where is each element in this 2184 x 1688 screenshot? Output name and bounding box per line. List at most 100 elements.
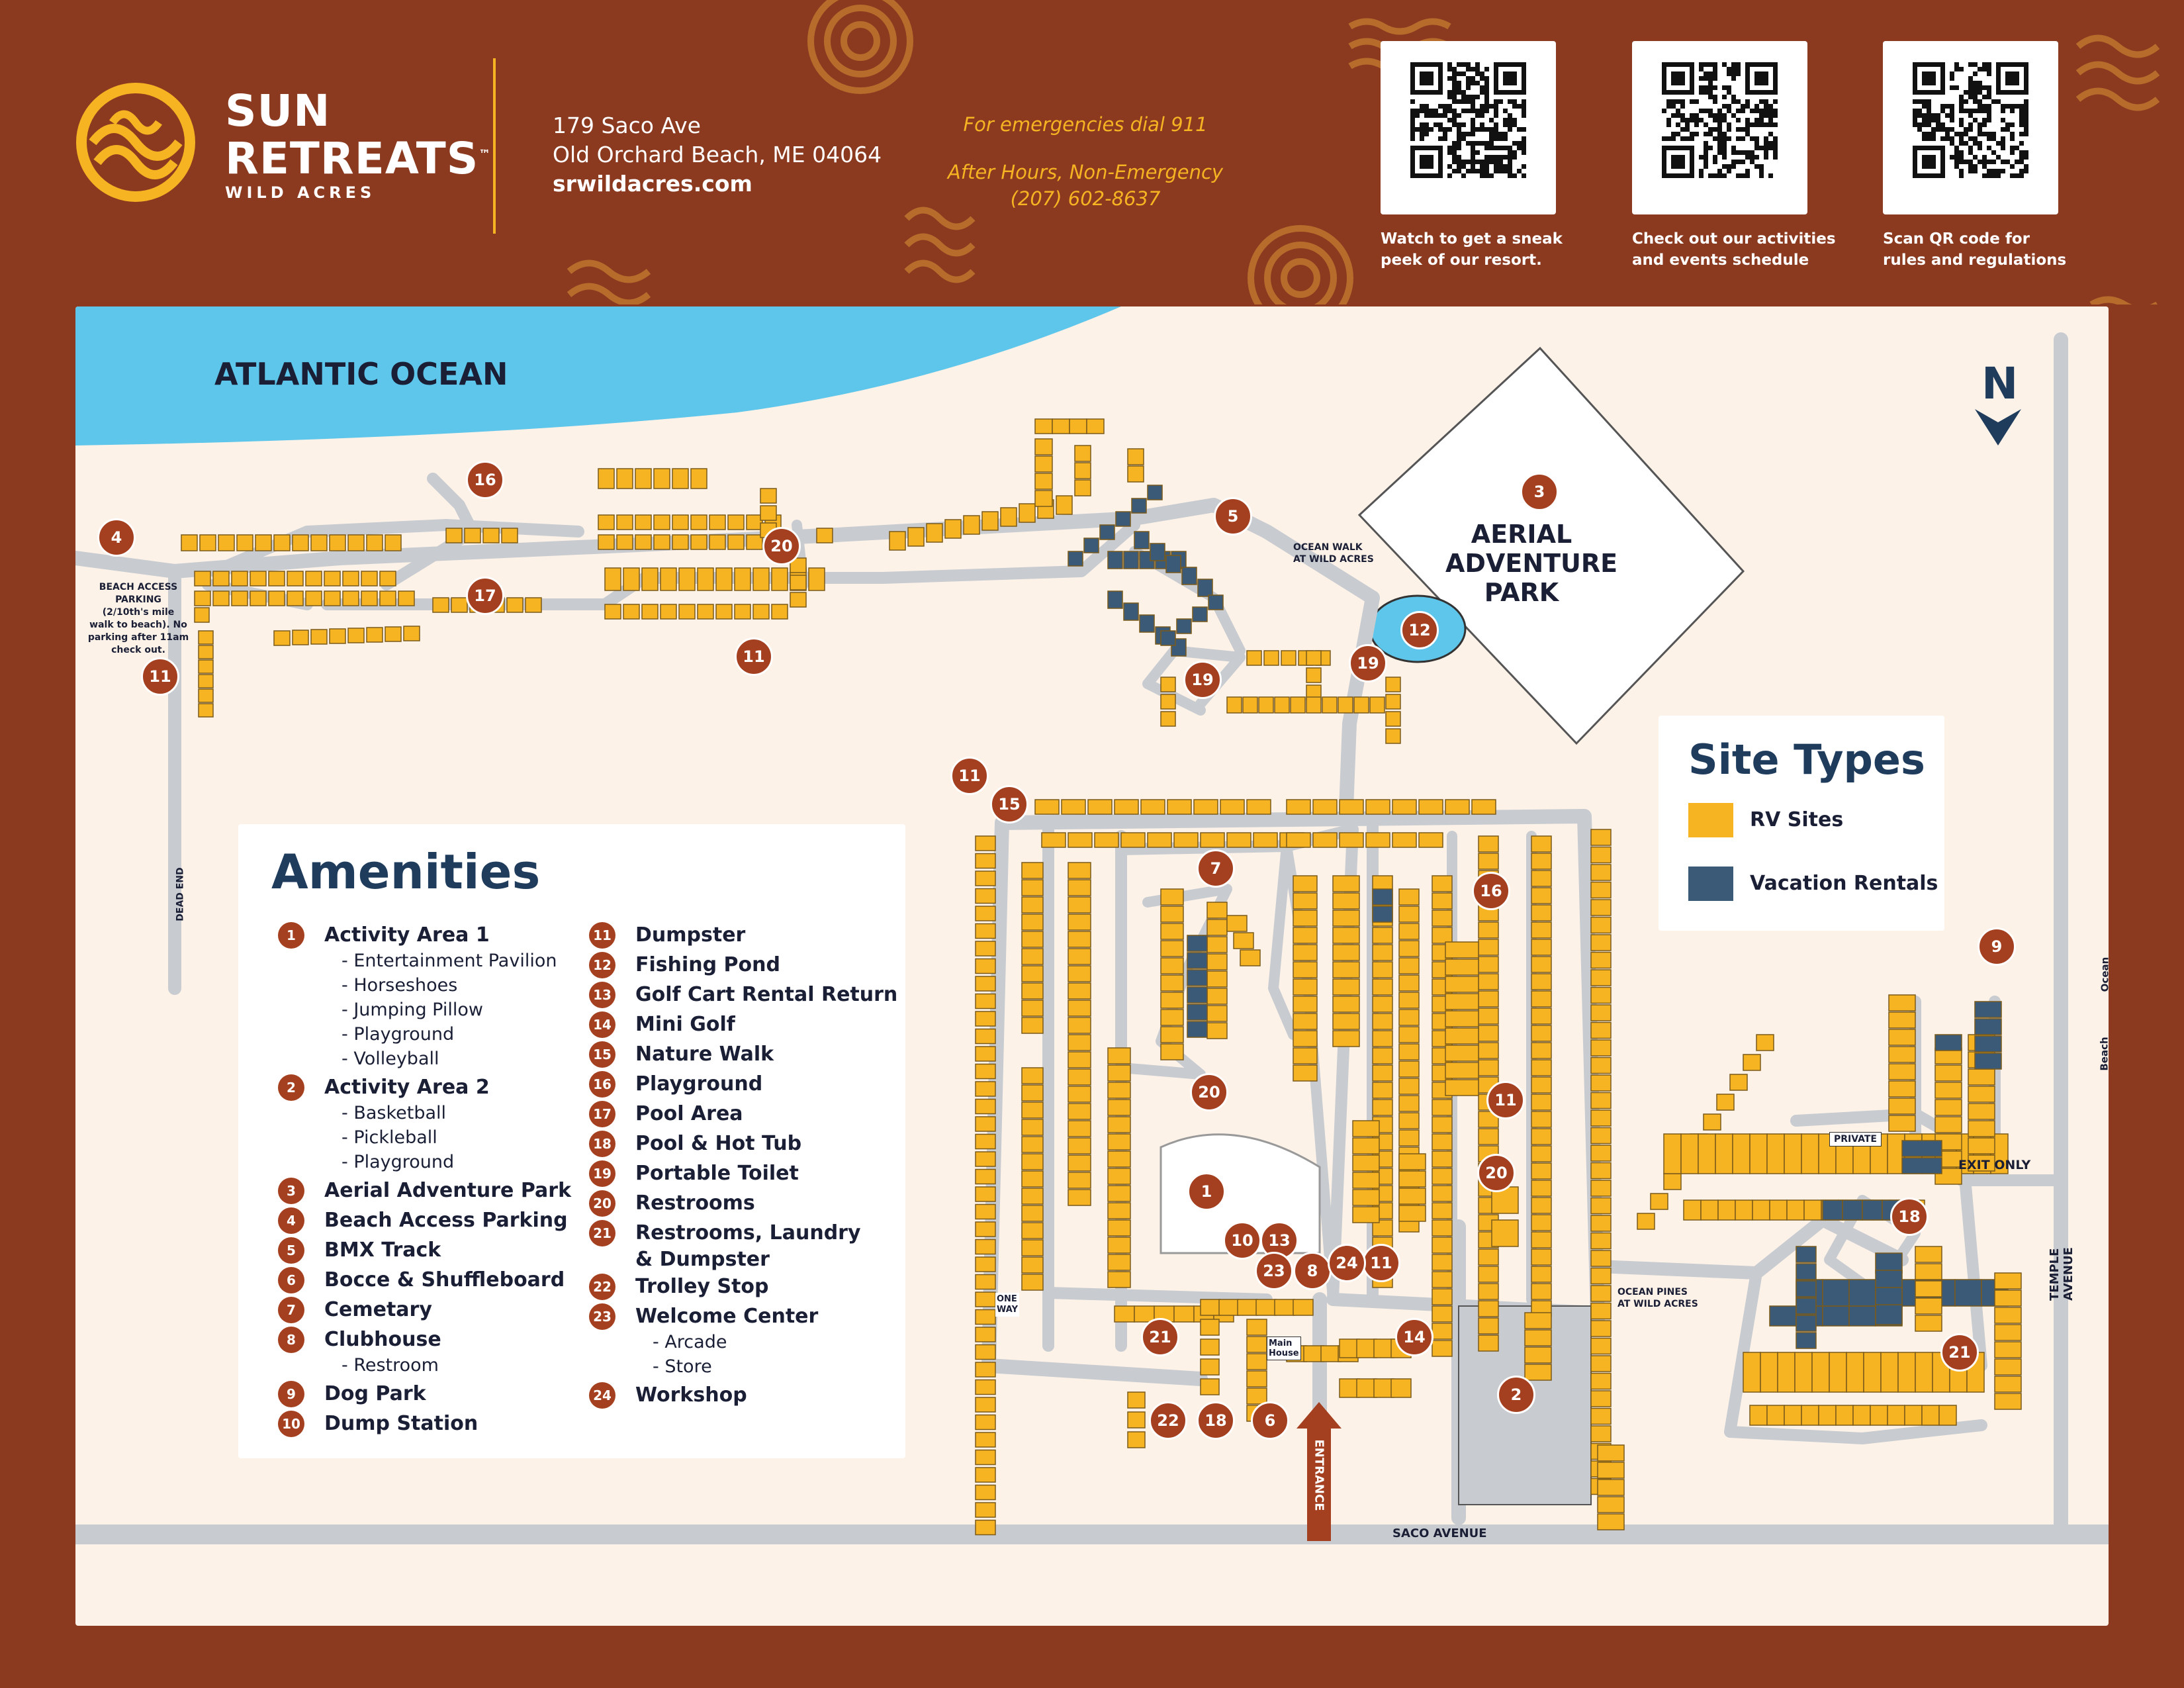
qr-code-activities[interactable] [1632,41,1807,214]
site-blocks [181,418,2022,1536]
marker-pool-hot-tub-1[interactable]: 18 [1197,1401,1235,1440]
site-block [1021,896,1044,914]
marker-aerial-park[interactable]: 3 [1520,473,1559,511]
site-block [1968,1154,1995,1172]
site-block [1246,1353,1267,1370]
marker-pool-hot-tub-2[interactable]: 18 [1890,1197,1929,1236]
site-block [1339,799,1364,815]
marker-bocce[interactable]: 6 [1251,1401,1289,1440]
site-block [1590,1267,1612,1285]
atlantic-ocean [75,306,1121,445]
qr-code-video[interactable] [1381,41,1556,214]
site-block [1794,1352,1813,1393]
site-block [1208,594,1224,610]
site-block [1176,618,1192,634]
marker-dog-park[interactable]: 9 [1978,927,2016,966]
marker-workshop[interactable]: 24 [1328,1244,1366,1282]
site-block [1700,1199,1719,1221]
site-block [1226,696,1242,714]
amenity-number: 2 [278,1074,304,1101]
marker-restrooms-3[interactable]: 20 [1477,1154,1516,1192]
site-block [1888,1063,1916,1080]
temple-avenue-label: TEMPLE AVENUE [2048,1247,2075,1301]
site-block [329,534,346,551]
site-block [1293,961,1318,978]
marker-beach-parking[interactable]: 4 [97,518,136,557]
marker-activity-area-2[interactable]: 2 [1497,1376,1535,1414]
site-block [1398,1043,1420,1060]
marker-playground[interactable]: 16 [1472,872,1510,910]
site-block [672,468,689,489]
marker-restrooms-laundry-1[interactable]: 21 [1141,1318,1179,1356]
marker-restrooms-laundry-2[interactable]: 21 [1940,1333,1979,1372]
marker-dumpster-3[interactable]: 11 [950,757,989,795]
site-block [1021,879,1044,896]
marker-cemetary[interactable]: 7 [1197,849,1235,888]
site-block [1801,1405,1819,1426]
marker-dumpster-1[interactable]: 11 [141,657,179,696]
site-block [1353,696,1369,714]
site-block [975,1203,996,1220]
site-block [1021,1067,1044,1084]
marker-fishing-pond[interactable]: 12 [1400,611,1439,649]
site-block [1021,1170,1044,1188]
site-block [198,674,214,688]
entrance-arrow[interactable]: ENTRANCE [1297,1402,1342,1541]
marker-welcome-center[interactable]: 23 [1255,1252,1293,1290]
amenity-subitem: - Restroom [341,1355,439,1376]
amenity-title: Pool Area [635,1102,743,1125]
site-block [1160,940,1184,957]
marker-clubhouse[interactable]: 8 [1293,1252,1332,1290]
site-block [1842,1199,1863,1221]
site-block [1590,1302,1612,1320]
marker-playground-2[interactable]: 16 [466,461,504,499]
marker-activity-area-1[interactable]: 1 [1187,1172,1226,1211]
site-block [1173,1305,1195,1323]
site-block [760,505,777,521]
marker-dumpster-4[interactable]: 11 [1486,1081,1525,1119]
site-block [1193,799,1218,815]
site-block [1074,445,1091,462]
marker-portable-toilet-1[interactable]: 19 [1183,661,1222,699]
marker-dump-station[interactable]: 10 [1223,1221,1261,1260]
site-block [1034,418,1053,434]
site-block [385,534,402,551]
after-hours-phone[interactable]: (207) 602-8637 [1010,187,1161,210]
site-block [975,1046,996,1062]
marker-portable-toilet-2[interactable]: 19 [1349,644,1387,682]
site-block [1445,976,1479,993]
amenity-number: 9 [278,1381,304,1407]
marker-trolley-stop[interactable]: 22 [1149,1401,1187,1440]
amenity-title: Beach Access Parking [324,1209,568,1232]
site-block [1398,1188,1426,1205]
site-block [975,941,996,957]
site-block [1524,1329,1552,1346]
marker-bmx-track[interactable]: 5 [1214,497,1252,536]
marker-pool-area[interactable]: 17 [466,577,504,615]
site-block [635,468,652,489]
marker-restrooms-1[interactable]: 20 [762,527,801,565]
site-block [715,604,733,620]
site-block [1398,888,1420,906]
marker-nature-walk[interactable]: 15 [990,785,1028,823]
site-block [1432,1237,1453,1254]
site-block [1372,996,1393,1013]
marker-dumpster-5[interactable]: 11 [1362,1244,1400,1282]
site-block [616,514,633,530]
marker-dumpster-2[interactable]: 11 [735,637,773,676]
site-block [1068,1103,1091,1120]
site-block [1200,1338,1220,1356]
site-block [641,567,659,591]
marker-mini-golf[interactable]: 14 [1395,1318,1433,1356]
website-link[interactable]: srwildacres.com [553,171,752,197]
site-block [342,571,359,586]
site-block [790,557,807,573]
qr-code-rules[interactable] [1883,41,2058,214]
site-block [1852,1405,1871,1426]
marker-restrooms-2[interactable]: 20 [1190,1073,1228,1111]
site-block [641,604,659,620]
site-block [709,534,726,550]
